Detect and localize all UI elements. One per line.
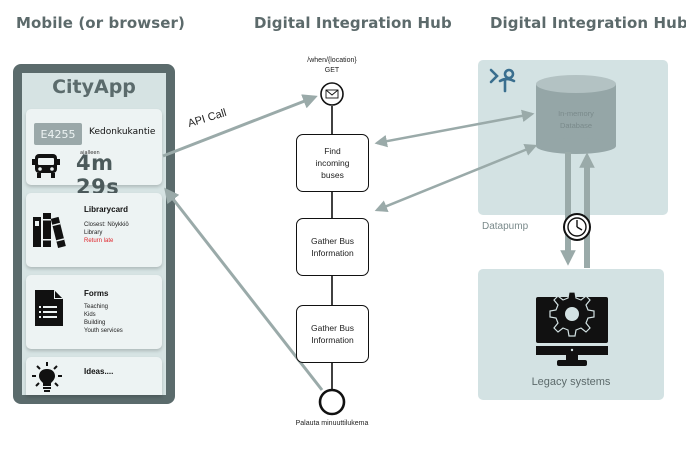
gather-bus-information-step-2[interactable]: Gather Bus Information	[296, 305, 369, 363]
database-label: In-memory Database	[558, 109, 594, 130]
find-buses-db-arrow	[374, 109, 535, 148]
forms-card-line: Youth services	[84, 328, 123, 334]
ideas-card-title: Ideas....	[84, 367, 114, 376]
clock-icon	[563, 213, 591, 241]
lightbulb-icon	[32, 362, 62, 392]
legacy-systems-label: Legacy systems	[531, 376, 611, 388]
gather-info-db-arrow	[374, 143, 538, 213]
datapump-label: Datapump	[482, 221, 529, 232]
hub-column-title: Digital Integration Hub	[254, 14, 452, 32]
gather-bus-information-step[interactable]: Gather Bus Information	[296, 218, 369, 276]
start-event-path: /when/{location}	[307, 57, 357, 64]
books-icon	[33, 213, 66, 248]
stop-name: Kedonkukantie	[89, 127, 156, 137]
stop-code-badge: E4255	[34, 123, 82, 145]
library-return-late-alert: Return late	[84, 238, 114, 244]
forms-card[interactable]: Forms Teaching Kids Building Youth servi…	[26, 275, 162, 349]
forms-card-line: Kids	[84, 312, 96, 318]
mobile-column-title: Mobile (or browser)	[16, 14, 185, 32]
library-card-line: Library	[84, 230, 103, 236]
eta-caption: ajalleen	[80, 150, 100, 156]
library-card-title: Librarycard	[84, 205, 129, 214]
api-call-arrow	[162, 94, 318, 158]
phone-mockup: CityApp E4255 Kedonkukantie ajalleen 4m …	[13, 64, 175, 404]
bus-icon	[32, 154, 60, 178]
start-event[interactable]	[320, 82, 344, 106]
library-card[interactable]: Librarycard Closest: Nöykkiö Library Ret…	[26, 193, 162, 267]
forms-card-title: Forms	[84, 289, 109, 298]
ideas-card[interactable]: Ideas....	[26, 357, 162, 395]
hub-logo-icon	[489, 68, 516, 93]
document-list-icon	[35, 290, 63, 326]
forms-card-line: Building	[84, 320, 106, 326]
monitor-gear-icon	[536, 291, 608, 366]
phone-screen: CityApp E4255 Kedonkukantie ajalleen 4m …	[22, 73, 166, 395]
backend-column-title: Digital Integration Hub	[490, 14, 686, 32]
app-title: CityApp	[52, 76, 136, 98]
end-event-label: Palauta minuuttilukema	[295, 420, 369, 427]
envelope-icon	[325, 89, 339, 99]
forms-card-line: Teaching	[84, 304, 109, 310]
bus-card[interactable]: E4255 Kedonkukantie ajalleen 4m 29s	[26, 109, 162, 199]
find-incoming-buses-step[interactable]: Find incoming buses	[296, 134, 369, 192]
start-event-method: GET	[324, 67, 340, 74]
library-card-line: Closest: Nöykkiö	[84, 222, 129, 228]
end-event[interactable]	[318, 388, 346, 416]
in-memory-database-icon	[536, 75, 616, 154]
